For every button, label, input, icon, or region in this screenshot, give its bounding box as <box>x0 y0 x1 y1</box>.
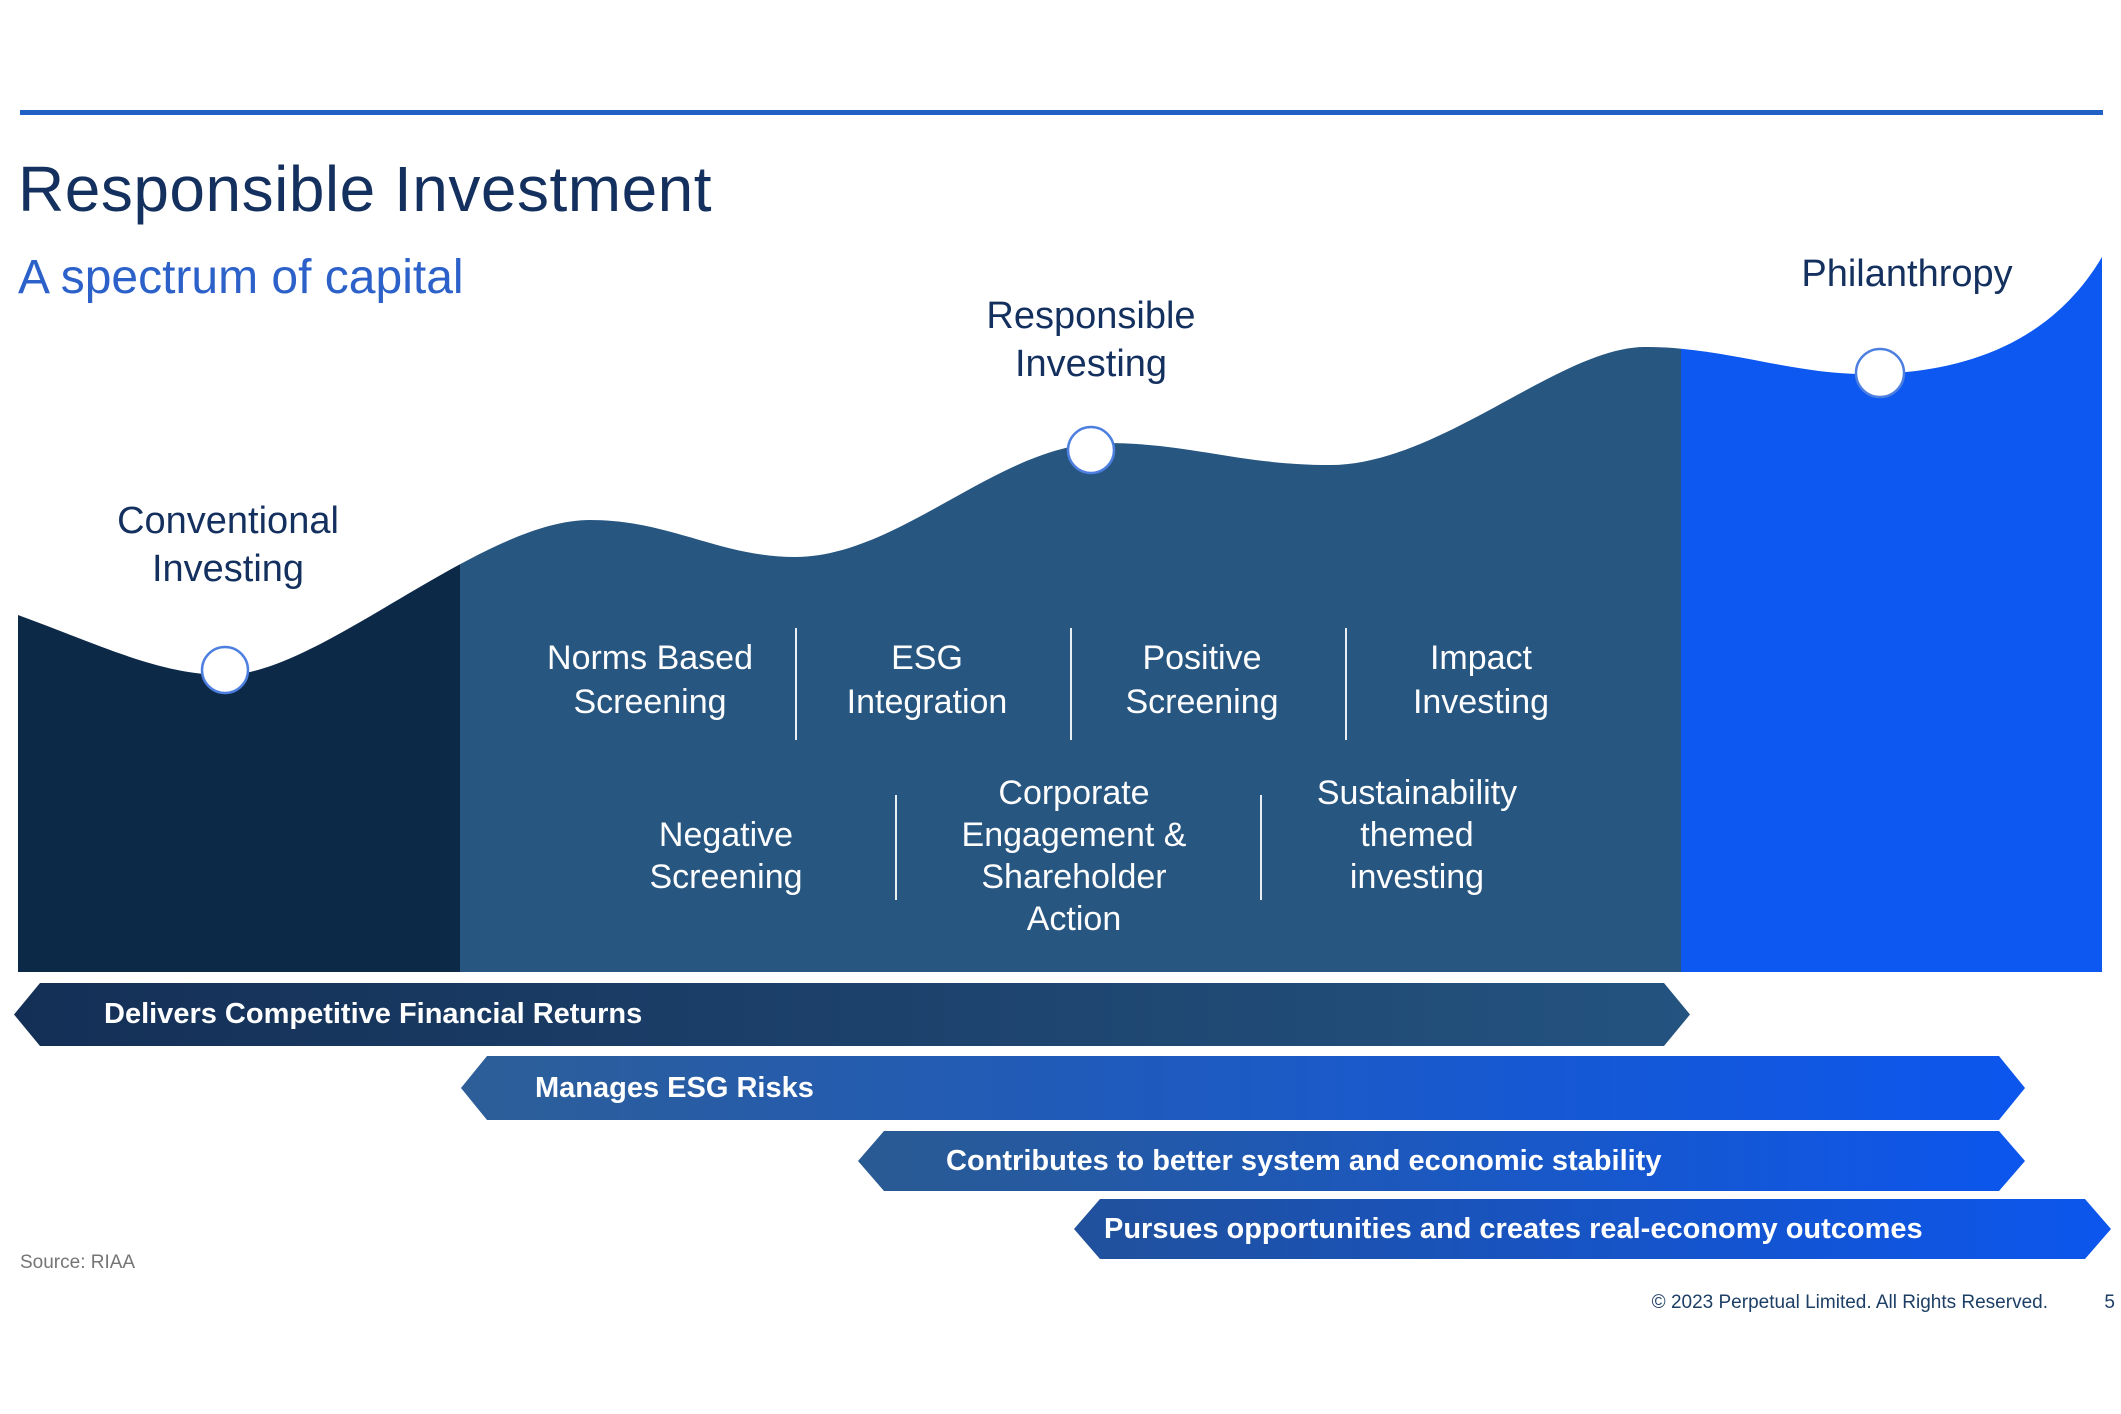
copyright-note: © 2023 Perpetual Limited. All Rights Res… <box>1651 1292 2048 1313</box>
page-subtitle: A spectrum of capital <box>18 251 464 304</box>
banner-label: Delivers Competitive Financial Returns <box>104 998 643 1030</box>
marker-circle-responsible <box>1066 425 1116 475</box>
section-label-responsible-investing: Responsible Investing <box>986 295 1196 385</box>
section-label-conventional-investing: Conventional Investing <box>117 500 339 590</box>
page-title: Responsible Investment <box>18 153 713 225</box>
category-corporate-engagement: Corporate Engagement & Shareholder Actio… <box>961 774 1187 938</box>
banner-manages-esg-risks: Manages ESG Risks <box>461 1056 2025 1120</box>
banner-pursues-real-economy-outcomes: Pursues opportunities and creates real-e… <box>1074 1199 2111 1259</box>
category-divider <box>1260 795 1262 900</box>
category-divider <box>895 795 897 900</box>
section-label-philanthropy: Philanthropy <box>1801 253 2013 295</box>
marker-circle-philanthropy <box>1854 347 1906 399</box>
banner-label: Pursues opportunities and creates real-e… <box>1104 1212 1923 1245</box>
source-note: Source: RIAA <box>20 1252 136 1273</box>
top-accent-line <box>20 110 2103 115</box>
category-negative-screening: Negative Screening <box>649 816 803 896</box>
category-impact-investing: Impact Investing <box>1412 639 1550 721</box>
category-positive-screening: Positive Screening <box>1125 639 1279 721</box>
category-divider <box>1345 628 1347 740</box>
page-number: 5 <box>2104 1292 2115 1313</box>
category-norms-based-screening: Norms Based Screening <box>547 639 753 721</box>
category-divider <box>795 628 797 740</box>
banner-label: Manages ESG Risks <box>535 1071 814 1104</box>
banner-contributes-system-stability: Contributes to better system and economi… <box>858 1131 2025 1191</box>
banner-delivers-competitive-financial-returns: Delivers Competitive Financial Returns <box>14 983 1690 1046</box>
banner-label: Contributes to better system and economi… <box>946 1144 1662 1177</box>
category-esg-integration: ESG Integration <box>846 639 1008 721</box>
category-divider <box>1070 628 1072 740</box>
marker-circle-conventional <box>200 645 250 695</box>
category-sustainability-themed-investing: Sustainability themed investing <box>1316 774 1518 896</box>
